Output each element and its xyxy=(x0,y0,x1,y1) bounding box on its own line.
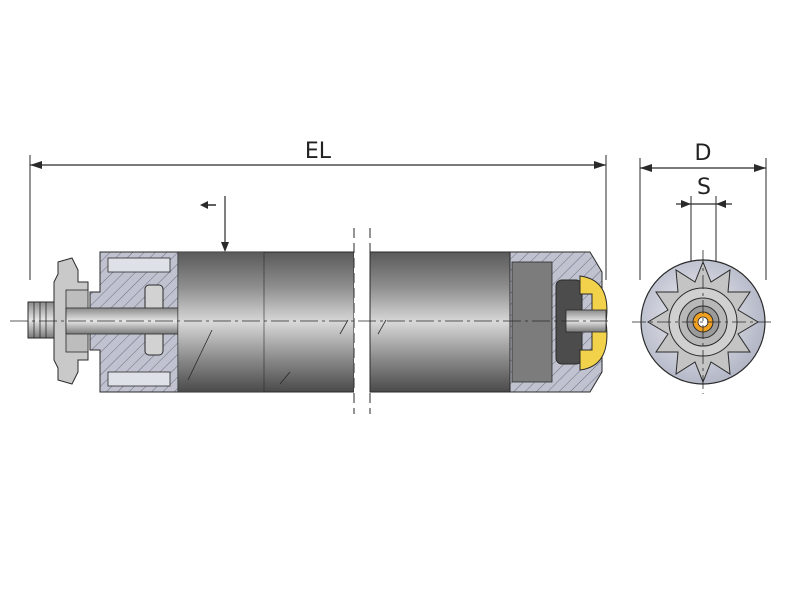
roller-end-view: D S xyxy=(632,141,774,394)
shaft-dimension: S xyxy=(676,175,732,300)
diameter-label: D xyxy=(695,141,712,166)
leader-arrow xyxy=(200,196,229,252)
roller-tube-right xyxy=(369,251,511,393)
diameter-dimension: D xyxy=(639,141,767,280)
length-dimension: EL xyxy=(29,139,607,280)
length-label: EL xyxy=(305,139,332,164)
roller-side-view: EL xyxy=(10,139,612,414)
shaft-label: S xyxy=(697,175,711,200)
